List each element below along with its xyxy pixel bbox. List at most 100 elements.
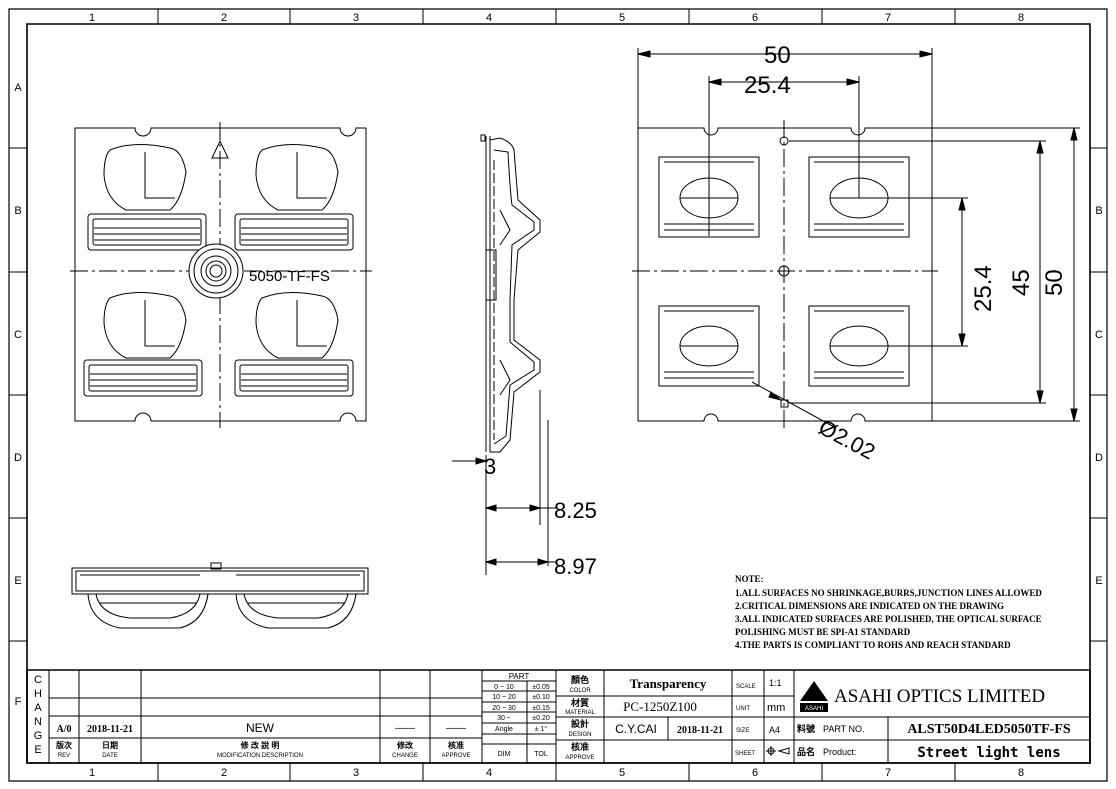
- tol-value: ±0.15: [532, 705, 550, 712]
- tol-dim-header: DIM: [498, 751, 511, 758]
- change-letter: H: [34, 688, 42, 700]
- hdr-date: DATE: [102, 753, 118, 759]
- design-date-value: 2018-11-21: [677, 725, 723, 736]
- zone-row-e-right: E: [1095, 575, 1102, 587]
- hdr-mod-cn: 修 改 說 明: [240, 740, 280, 750]
- zone-row-d-right: D: [1095, 452, 1103, 464]
- partno-label: PART NO.: [823, 724, 865, 734]
- approve-label: APPROVE: [565, 755, 594, 761]
- note-line: 1.ALL SURFACES NO SHRINKAGE,BURRS,JUNCTI…: [735, 588, 1042, 598]
- zone-col-1-bottom: 1: [89, 767, 95, 779]
- zone-col-8-bottom: 8: [1018, 767, 1024, 779]
- rev-value: A/0: [57, 724, 72, 735]
- zone-row-f-left: F: [15, 696, 22, 708]
- zone-col-6-top: 6: [752, 12, 758, 24]
- title-block: [27, 670, 1090, 763]
- hdr-approve: APPROVE: [441, 753, 470, 759]
- zone-col-3-top: 3: [353, 12, 359, 24]
- dim-hole-pitch-x: 25.4: [744, 72, 791, 99]
- zone-row-b-right: B: [1095, 205, 1102, 217]
- svg-text:ASAHI: ASAHI: [805, 706, 823, 712]
- approve-label-cn: 核准: [571, 741, 589, 752]
- design-label-cn: 設計: [571, 718, 589, 729]
- hdr-rev-cn: 版次: [55, 740, 72, 750]
- partno-label-cn: 料號: [797, 723, 815, 734]
- design-label: DESIGN: [568, 732, 591, 738]
- tol-value: ±0.20: [532, 715, 550, 722]
- size-label: SIZE: [736, 728, 749, 734]
- dim-hole-pitch-y: 25.4: [970, 265, 997, 312]
- material-value: PC-1250Z100: [623, 699, 697, 714]
- tol-range: Angle: [495, 726, 513, 733]
- hdr-rev: REV: [58, 753, 70, 759]
- size-value: A4: [769, 725, 780, 735]
- bottom-view: [72, 563, 368, 628]
- zone-col-6-bottom: 6: [752, 767, 758, 779]
- material-label-cn: 材質: [570, 697, 589, 708]
- zone-row-c-left: C: [14, 329, 22, 341]
- zone-col-8-top: 8: [1018, 12, 1024, 24]
- front-view: [70, 122, 372, 428]
- notes-title: NOTE:: [735, 574, 764, 584]
- zone-row-b-left: B: [14, 205, 21, 217]
- zone-col-4-bottom: 4: [486, 767, 492, 779]
- dim-inner-height: 45: [1008, 269, 1035, 296]
- zone-row-d-left: D: [14, 452, 22, 464]
- dim-width-overall: 50: [764, 42, 791, 69]
- company-logo-icon: ASAHI: [800, 681, 828, 712]
- notes: NOTE: 1.ALL SURFACES NO SHRINKAGE,BURRS,…: [735, 574, 1042, 650]
- change-letter: E: [34, 744, 41, 756]
- change-dash: ——: [395, 723, 415, 734]
- tol-title: PART: [509, 672, 530, 681]
- zone-col-2-top: 2: [221, 12, 227, 24]
- zone-row-e-left: E: [14, 575, 21, 587]
- side-view: [481, 135, 540, 452]
- zone-row-c-right: C: [1095, 329, 1103, 341]
- change-letter: A: [34, 702, 42, 714]
- note-line: 4.THE PARTS IS COMPLIANT TO ROHS AND REA…: [735, 640, 1011, 650]
- dim-side-gap: 3: [484, 454, 496, 479]
- zone-col-2-bottom: 2: [221, 767, 227, 779]
- modification-text: NEW: [246, 721, 275, 735]
- tol-range: 30 ~: [497, 715, 511, 722]
- note-line: POLISHING MUST BE SPI-A1 STANDARD: [735, 627, 911, 637]
- approve-dash: ——: [446, 723, 466, 734]
- tol-range: 0 ~ 10: [494, 684, 514, 691]
- product-name: Street light lens: [917, 745, 1060, 761]
- tol-value: ±0.10: [532, 694, 550, 701]
- part-label: 5050-TF-FS: [249, 268, 330, 285]
- tol-range: 20 ~ 30: [492, 705, 516, 712]
- tol-value: ±0.05: [532, 684, 550, 691]
- color-value: Transparency: [630, 676, 707, 691]
- hdr-change-cn: 修改: [396, 740, 414, 750]
- note-line: 2.CRITICAL DIMENSIONS ARE INDICATED ON T…: [735, 601, 1004, 611]
- zone-col-4-top: 4: [486, 12, 492, 24]
- tol-range: 10 ~ 20: [492, 694, 516, 701]
- change-letter: G: [34, 730, 43, 742]
- hdr-date-cn: 日期: [102, 740, 118, 750]
- designer-value: C.Y.CAI: [615, 722, 657, 736]
- zone-col-5-bottom: 5: [619, 767, 625, 779]
- note-line: 3.ALL INDICATED SURFACES ARE POLISHED, T…: [735, 614, 1042, 624]
- color-label: COLOR: [569, 688, 591, 694]
- dim-height-overall: 50: [1041, 269, 1068, 296]
- part-number: ALST50D4LED5050TF-FS: [907, 722, 1071, 737]
- product-label: Product:: [823, 747, 857, 757]
- unit-value: mm: [767, 702, 785, 714]
- scale-label: SCALE: [736, 684, 756, 690]
- dim-depth-2: 8.97: [554, 554, 597, 579]
- change-letter: N: [34, 716, 42, 728]
- hdr-approve-cn: 核准: [448, 740, 464, 750]
- company-name: ASAHI OPTICS LIMITED: [834, 686, 1045, 707]
- sheet-label: SHEET: [735, 751, 755, 757]
- rev-date: 2018-11-21: [87, 724, 133, 735]
- hdr-change: CHANGE: [392, 753, 418, 759]
- zone-col-1-top: 1: [89, 12, 95, 24]
- tol-value: ± 1°: [535, 725, 548, 733]
- dim-depth-1: 8.25: [554, 498, 597, 523]
- zone-col-7-top: 7: [885, 12, 891, 24]
- scale-value: 1:1: [769, 678, 782, 688]
- zone-row-a-left: A: [14, 82, 22, 94]
- unit-label: UNIT: [736, 706, 750, 712]
